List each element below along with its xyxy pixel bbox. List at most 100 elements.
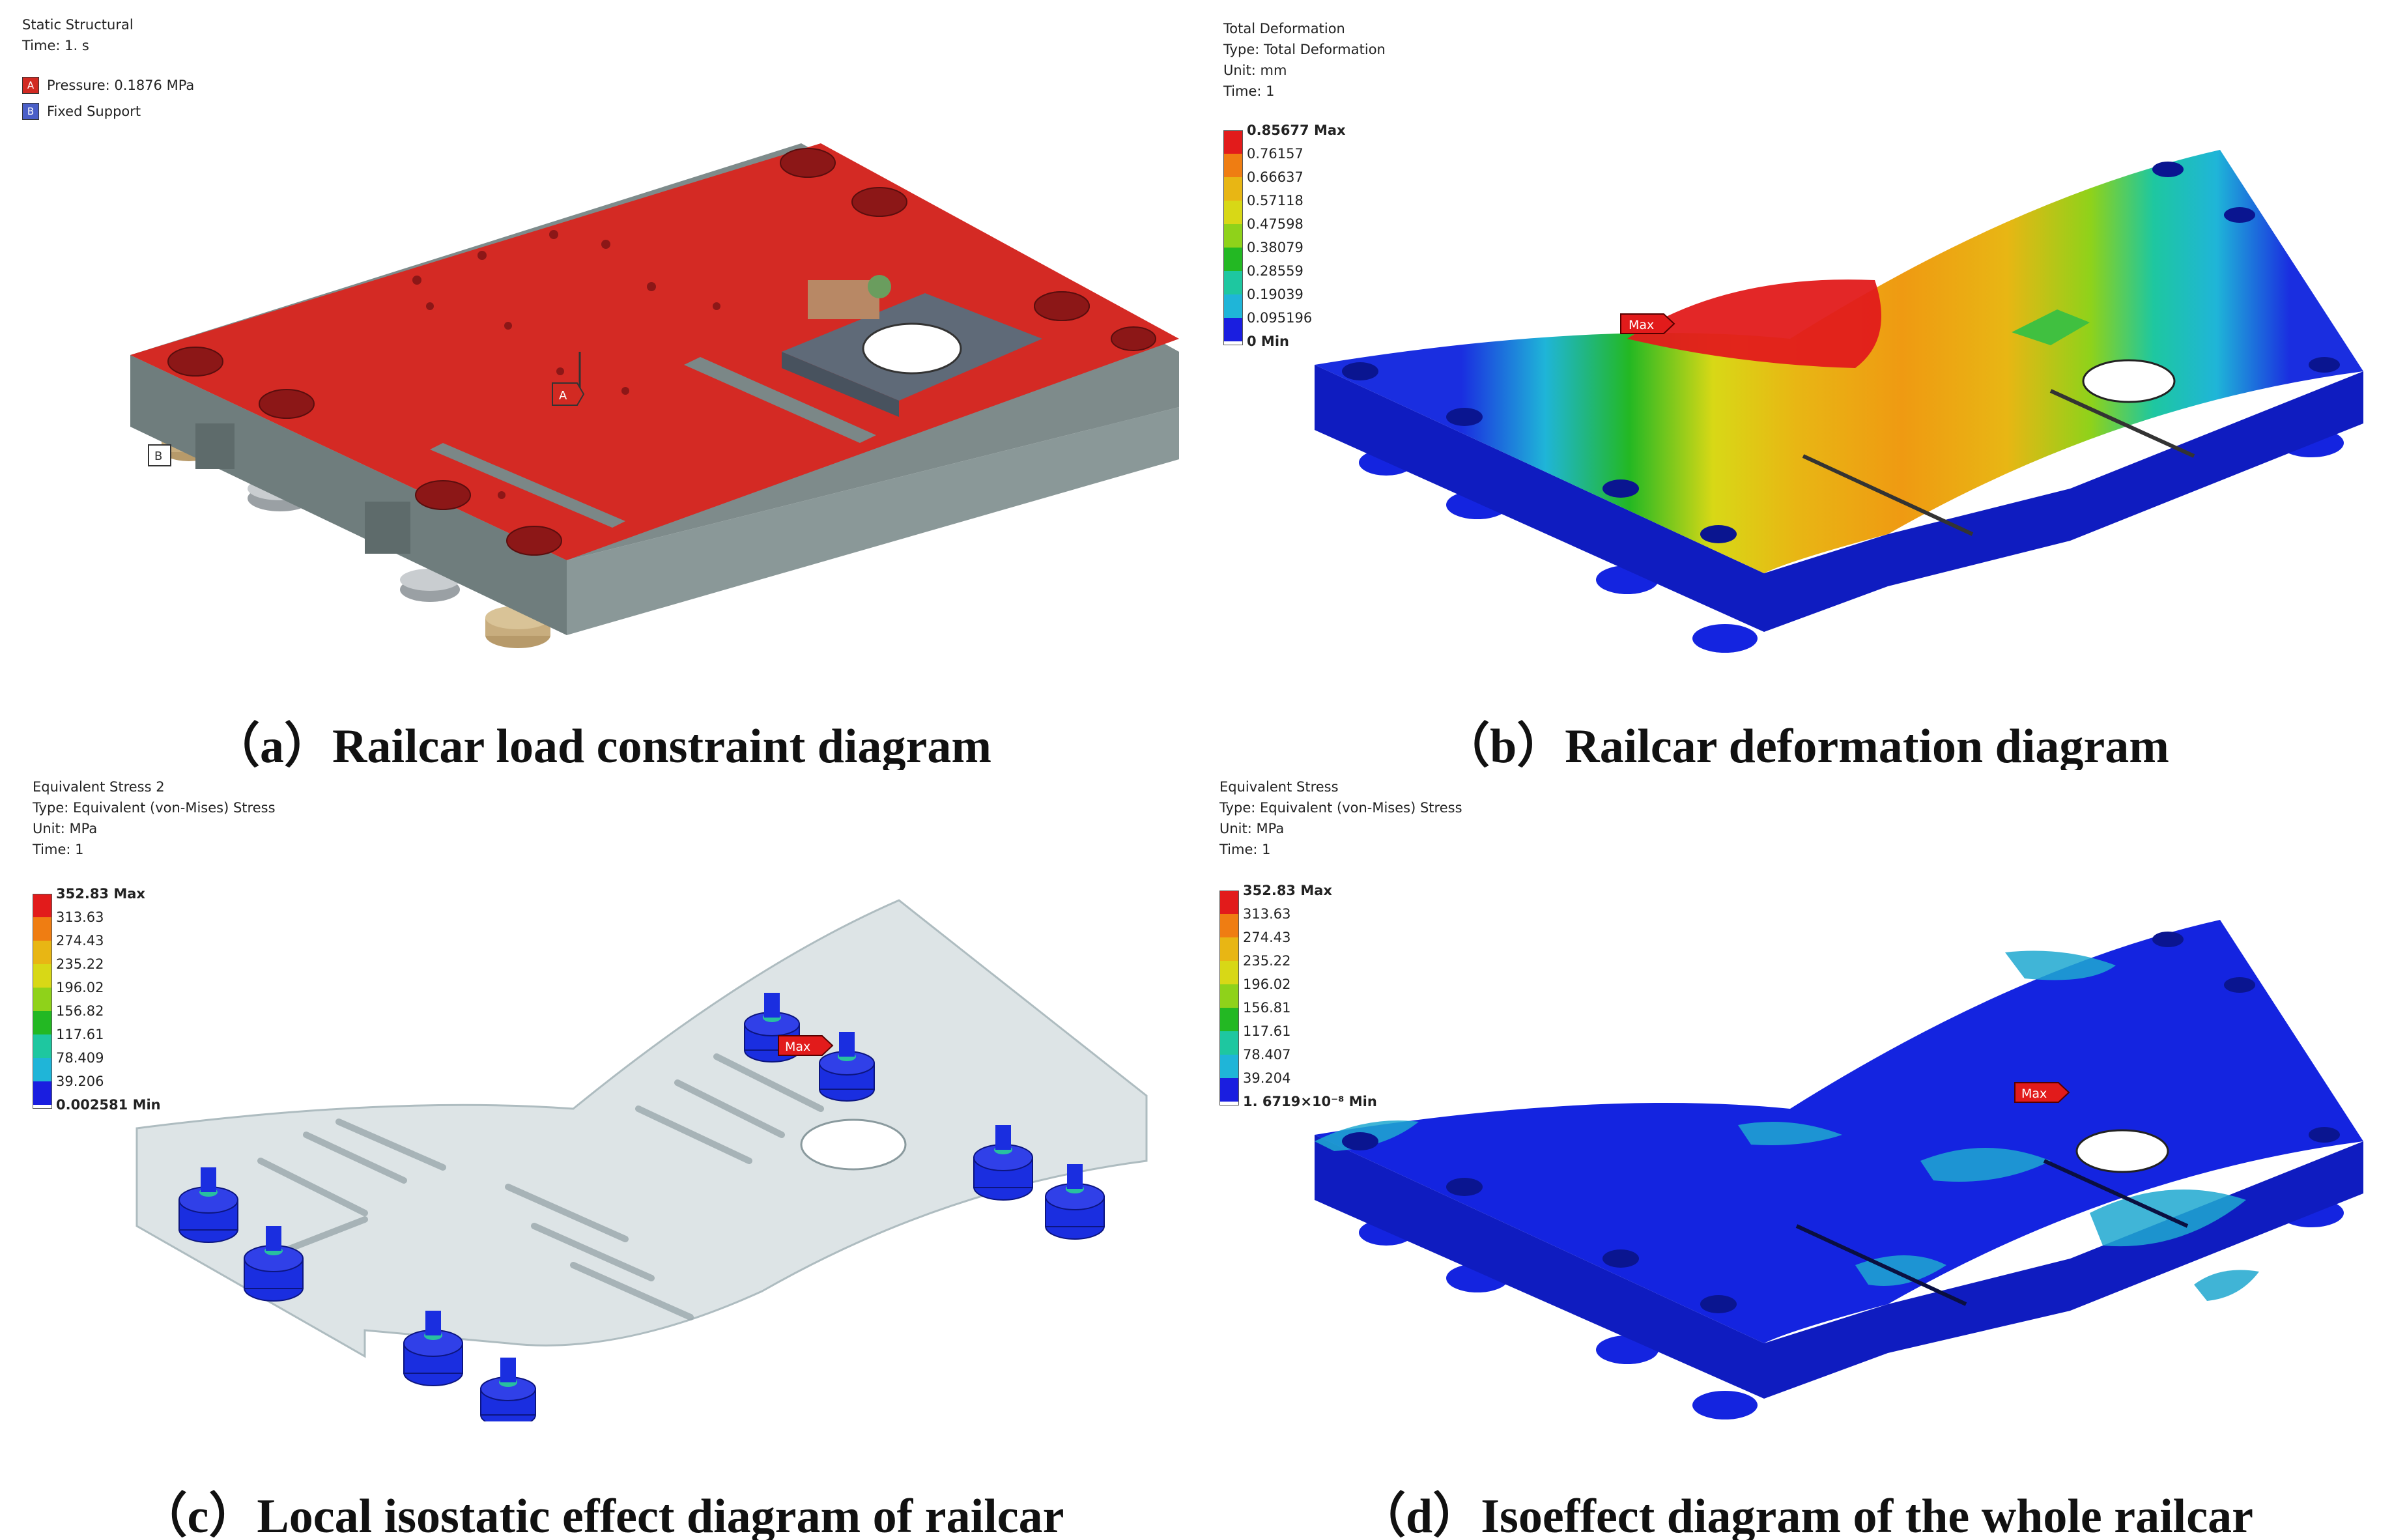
legend-value: 313.63 [56, 909, 104, 925]
legend-value: 196.02 [56, 980, 104, 995]
small-holes [412, 230, 720, 499]
fixed-support-label: Fixed Support [47, 104, 141, 119]
support-marker-label: B [154, 449, 162, 463]
legend-min: 0.002581 Min [56, 1097, 161, 1113]
fixed-support-tag-icon: B [22, 103, 39, 120]
support-marker: B [148, 444, 171, 466]
result-time: Time: 1 [33, 842, 84, 857]
plate-sides [1315, 1135, 2363, 1399]
legend-min: 1. 6719×10⁻⁸ Min [1243, 1094, 1377, 1109]
legend-max: 352.83 Max [1243, 883, 1332, 898]
caption-d: （d）Isoeffect diagram of the whole railca… [1358, 1490, 2253, 1540]
legend-value: 0.19039 [1247, 287, 1303, 302]
result-type: Type: Equivalent (von-Mises) Stress [33, 800, 276, 816]
slot [1795, 1224, 1967, 1306]
legend-value: 117.61 [1243, 1023, 1291, 1039]
plate-sides [1315, 365, 2363, 632]
analysis-title: Static Structural [22, 17, 134, 33]
panel-b-header: Total Deformation Type: Total Deformatio… [1223, 18, 1386, 102]
legend-value: 0.47598 [1247, 216, 1303, 232]
legend-max: 352.83 Max [56, 886, 145, 902]
whole-stress-model: Max [1315, 920, 2363, 1419]
legend-value: 0.28559 [1247, 263, 1303, 279]
legend-value: 196.02 [1243, 977, 1291, 992]
max-marker-label: Max [2021, 1087, 2047, 1101]
panel-deformation: Total Deformation Type: Total Deformatio… [1204, 0, 2407, 770]
boundary-condition-a: A Pressure: 0.1876 MPa [22, 77, 194, 94]
legend-value: 117.61 [56, 1027, 104, 1042]
legend-value: 0.76157 [1247, 146, 1303, 162]
pressure-marker-label: A [559, 389, 567, 403]
deformation-legend: 0.85677 Max 0.76157 0.66637 0.57118 0.47… [1223, 122, 1393, 365]
mounting-holes [167, 148, 1156, 556]
pressure-top-face [130, 143, 1179, 560]
deformation-model: Max [1315, 150, 2363, 653]
slot [2049, 389, 2195, 458]
pressure-label: Pressure: 0.1876 MPa [47, 78, 195, 93]
ghost-plate [135, 899, 1148, 1358]
stress-top-face [1315, 920, 2363, 1343]
fixture-block [782, 275, 1042, 417]
result-type: Type: Total Deformation [1223, 42, 1386, 57]
legend-min: 0 Min [1247, 334, 1289, 349]
pressure-tag-icon: A [22, 77, 39, 94]
result-title: Total Deformation [1223, 21, 1345, 36]
panel-c-header: Equivalent Stress 2 Type: Equivalent (vo… [33, 777, 276, 860]
max-marker-label: Max [1629, 318, 1654, 332]
local-stress-model: Max [135, 899, 1148, 1421]
fixture-block [2012, 309, 2090, 345]
panel-whole-stress: Equivalent Stress Type: Equivalent (von-… [1204, 770, 2407, 1540]
stress-legend: 352.83 Max 313.63 274.43 235.22 196.02 1… [33, 886, 202, 1128]
railcar-load-model: A B [130, 143, 1179, 648]
legend-value: 0.095196 [1247, 310, 1313, 326]
support-feet [1359, 429, 2344, 653]
legend-value: 39.204 [1243, 1070, 1291, 1086]
stress-legend: 352.83 Max 313.63 274.43 235.22 196.02 1… [1219, 883, 1415, 1125]
result-unit: Unit: mm [1223, 63, 1287, 78]
legend-value: 274.43 [1243, 930, 1291, 945]
max-marker: Max [2014, 1082, 2070, 1103]
legend-value: 156.82 [56, 1003, 104, 1019]
caption-a: （a）Railcar load constraint diagram [212, 720, 991, 770]
legend-max: 0.85677 Max [1247, 122, 1346, 138]
max-marker: Max [1620, 313, 1675, 334]
caption-c: （c）Local isostatic effect diagram of rai… [139, 1490, 1064, 1540]
result-time: Time: 1 [1223, 83, 1275, 99]
max-deformation-zone [1627, 279, 1881, 368]
legend-value: 78.409 [56, 1050, 104, 1066]
result-time: Time: 1 [1219, 842, 1271, 857]
mounting-holes [1342, 162, 2340, 543]
panel-d-header: Equivalent Stress Type: Equivalent (von-… [1219, 777, 1462, 860]
slot-left [430, 443, 625, 528]
boundary-condition-b: B Fixed Support [22, 103, 141, 120]
max-marker-label: Max [785, 1040, 810, 1054]
legend-value: 156.81 [1243, 1000, 1291, 1016]
legend-value: 313.63 [1243, 906, 1291, 922]
analysis-time: Time: 1. s [22, 38, 89, 53]
pressure-marker: A [552, 352, 585, 406]
legend-value: 0.38079 [1247, 240, 1303, 255]
panel-local-stress: Equivalent Stress 2 Type: Equivalent (vo… [0, 770, 1203, 1540]
legend-value: 39.206 [56, 1074, 104, 1089]
result-type: Type: Equivalent (von-Mises) Stress [1219, 800, 1462, 816]
result-title: Equivalent Stress 2 [33, 779, 165, 795]
mounting-holes [1342, 932, 2340, 1313]
legend-value: 235.22 [56, 956, 104, 972]
legend-value: 274.43 [56, 933, 104, 948]
result-title: Equivalent Stress [1219, 779, 1339, 795]
result-unit: Unit: MPa [33, 821, 98, 836]
slot [1802, 454, 1974, 536]
max-marker: Max [778, 1035, 834, 1056]
center-opening [800, 1119, 907, 1171]
legend-value: 0.66637 [1247, 169, 1303, 185]
fixed-support-pins [178, 993, 1105, 1421]
panel-a-header: Static Structural Time: 1. s [22, 14, 134, 56]
slot [2043, 1159, 2189, 1228]
center-opening [2082, 359, 2176, 403]
result-unit: Unit: MPa [1219, 821, 1285, 836]
legend-value: 235.22 [1243, 953, 1291, 969]
legend-value: 78.407 [1243, 1047, 1291, 1062]
caption-b: （b）Railcar deformation diagram [1442, 720, 2169, 770]
legend-value: 0.57118 [1247, 193, 1303, 208]
slot-right [684, 357, 876, 443]
